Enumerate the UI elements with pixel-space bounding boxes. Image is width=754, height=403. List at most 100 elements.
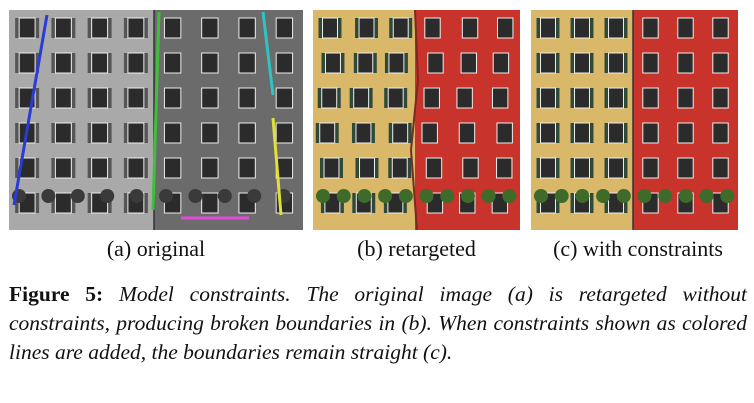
window bbox=[424, 17, 441, 39]
window bbox=[54, 122, 72, 144]
window bbox=[321, 87, 338, 109]
window bbox=[91, 87, 109, 109]
window bbox=[238, 122, 256, 144]
window bbox=[458, 122, 476, 144]
window bbox=[712, 122, 729, 144]
plant bbox=[419, 189, 434, 203]
window bbox=[642, 122, 659, 144]
window bbox=[608, 122, 624, 144]
window bbox=[642, 17, 659, 39]
window bbox=[677, 52, 694, 74]
plant bbox=[247, 189, 262, 203]
plant bbox=[534, 189, 548, 203]
plant bbox=[678, 189, 693, 203]
window bbox=[540, 52, 556, 74]
window bbox=[712, 17, 729, 39]
window bbox=[574, 87, 590, 109]
constrained-image bbox=[531, 10, 738, 230]
plant bbox=[188, 189, 203, 203]
window bbox=[275, 87, 294, 109]
window bbox=[127, 87, 145, 109]
window bbox=[540, 17, 556, 39]
plant bbox=[596, 189, 611, 203]
plant bbox=[699, 189, 714, 203]
window bbox=[496, 157, 513, 179]
window bbox=[456, 87, 473, 109]
window bbox=[163, 52, 182, 74]
plant bbox=[637, 189, 652, 203]
plant bbox=[100, 189, 115, 203]
window bbox=[392, 122, 409, 144]
window bbox=[677, 122, 694, 144]
plant bbox=[357, 189, 372, 203]
panel-constrained-image bbox=[531, 10, 738, 230]
constraint-line-blue bbox=[12, 14, 49, 206]
window bbox=[238, 157, 256, 179]
window bbox=[54, 192, 72, 214]
window bbox=[642, 87, 659, 109]
plant bbox=[720, 189, 735, 203]
window bbox=[163, 17, 182, 39]
plant bbox=[159, 189, 173, 203]
panel-original-image bbox=[9, 10, 303, 230]
window bbox=[642, 52, 659, 74]
window bbox=[574, 157, 590, 179]
window bbox=[54, 52, 72, 74]
window bbox=[491, 87, 509, 109]
window bbox=[460, 52, 477, 74]
window bbox=[201, 122, 219, 144]
plant bbox=[41, 189, 56, 203]
window bbox=[18, 17, 36, 39]
window bbox=[427, 52, 444, 74]
window bbox=[677, 157, 694, 179]
figure-caption-text: Model constraints. The original image (a… bbox=[9, 282, 748, 364]
plant bbox=[502, 189, 517, 203]
plant bbox=[378, 189, 393, 203]
window bbox=[201, 52, 219, 74]
plant bbox=[481, 189, 496, 203]
window bbox=[492, 52, 510, 74]
window bbox=[608, 17, 624, 39]
window bbox=[324, 52, 341, 74]
window bbox=[238, 87, 256, 109]
window bbox=[608, 157, 624, 179]
window bbox=[574, 52, 590, 74]
window bbox=[127, 52, 145, 74]
window bbox=[238, 52, 256, 74]
window bbox=[163, 87, 182, 109]
figure-caption: Figure 5: Model constraints. The origina… bbox=[9, 280, 747, 367]
window bbox=[540, 87, 556, 109]
window bbox=[91, 17, 109, 39]
window bbox=[54, 17, 72, 39]
window bbox=[322, 17, 338, 39]
window bbox=[387, 87, 404, 109]
window bbox=[275, 122, 294, 144]
plant bbox=[316, 189, 330, 203]
subcaption-retargeted: (b) retargeted bbox=[357, 236, 476, 261]
window bbox=[496, 122, 513, 144]
window bbox=[91, 52, 109, 74]
figure-label: Figure 5: bbox=[9, 282, 104, 306]
plant bbox=[70, 189, 85, 203]
window bbox=[712, 157, 729, 179]
window bbox=[201, 192, 219, 214]
window bbox=[201, 157, 219, 179]
window bbox=[127, 17, 145, 39]
window bbox=[353, 87, 370, 109]
window bbox=[201, 17, 219, 39]
window bbox=[423, 87, 440, 109]
window bbox=[54, 87, 72, 109]
window bbox=[574, 122, 590, 144]
window bbox=[275, 52, 294, 74]
plant bbox=[554, 189, 569, 203]
window bbox=[712, 52, 729, 74]
window bbox=[497, 17, 514, 39]
plant bbox=[129, 189, 144, 203]
window bbox=[163, 122, 182, 144]
window bbox=[425, 157, 443, 179]
constraint-line-yellow bbox=[271, 117, 283, 216]
window bbox=[127, 157, 145, 179]
retargeted-image bbox=[313, 10, 520, 230]
plant bbox=[575, 189, 590, 203]
window bbox=[319, 122, 336, 144]
